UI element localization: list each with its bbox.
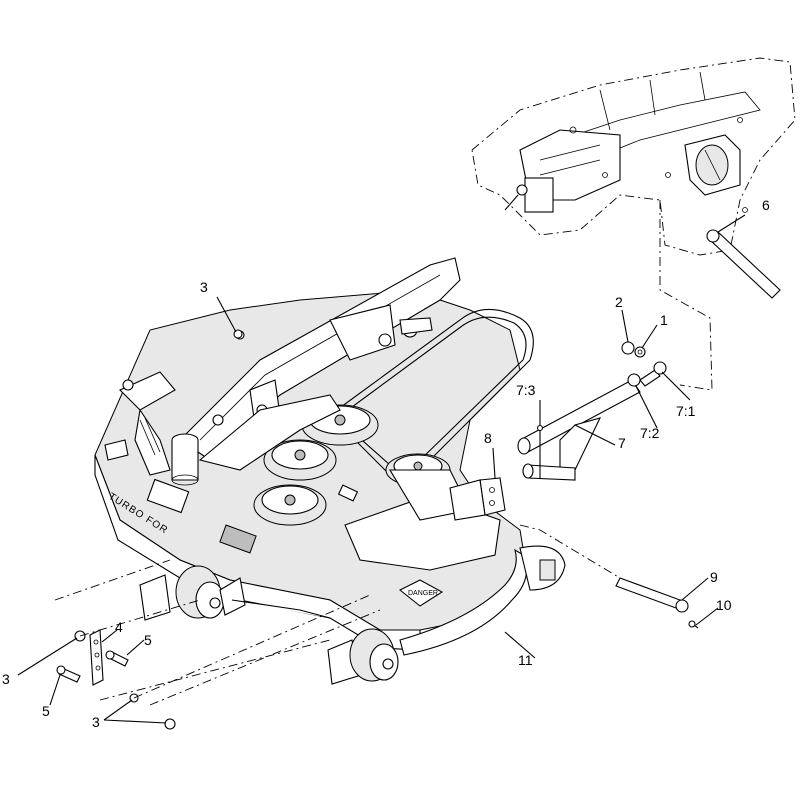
callout-11: 11	[518, 652, 533, 668]
pin-alignment-line	[519, 524, 621, 579]
callout-7-3: 7:3	[516, 382, 536, 398]
callout-labels: 6 3 2 1 7:3 7:1 7:2 7 8 9 10 11 4 5 3 5 …	[2, 197, 770, 730]
part-7-2-nut	[627, 373, 641, 387]
lift-arm-assembly	[104, 257, 461, 486]
part-7-1-eyebolt	[639, 361, 667, 387]
part-9-pin	[615, 577, 689, 613]
callout-5-right: 5	[144, 632, 152, 648]
callout-7: 7	[618, 435, 626, 451]
callout-7-1: 7:1	[676, 403, 696, 419]
tractor-frame	[471, 57, 796, 256]
callout-3-top: 3	[200, 279, 208, 295]
callout-6: 6	[762, 197, 770, 213]
leader-lines	[17, 214, 746, 724]
frame-alignment-line	[659, 200, 713, 391]
callout-4: 4	[115, 619, 123, 635]
part-3-nut-bottom	[129, 693, 176, 730]
callout-5-left: 5	[42, 703, 50, 719]
callout-7-2: 7:2	[640, 425, 660, 441]
danger-sticker: DANGER	[398, 579, 444, 607]
part-2-nut	[621, 341, 635, 355]
callout-1: 1	[660, 312, 668, 328]
part-5-bolt-left	[56, 665, 81, 683]
gauge-wheels	[139, 565, 399, 685]
callout-10: 10	[716, 597, 732, 613]
danger-sticker-text: DANGER	[408, 590, 438, 597]
part-5-bolt-right	[105, 650, 129, 667]
callout-9: 9	[710, 569, 718, 585]
callout-8: 8	[484, 430, 492, 446]
callout-2: 2	[615, 294, 623, 310]
part-10-clip	[688, 620, 699, 629]
part-6-hitch-pin	[706, 229, 781, 299]
part-1-washer	[634, 346, 646, 358]
part-7-3-pin	[536, 424, 544, 478]
part-7-hitch-bar	[517, 379, 641, 481]
callout-3-bottom: 3	[92, 714, 100, 730]
part-8-bracket	[449, 477, 506, 521]
part-4-chain	[89, 629, 104, 686]
part-11-deck-bumper	[399, 545, 566, 656]
lower-left-alignment-lines	[54, 559, 381, 706]
callout-3-left: 3	[2, 671, 10, 687]
